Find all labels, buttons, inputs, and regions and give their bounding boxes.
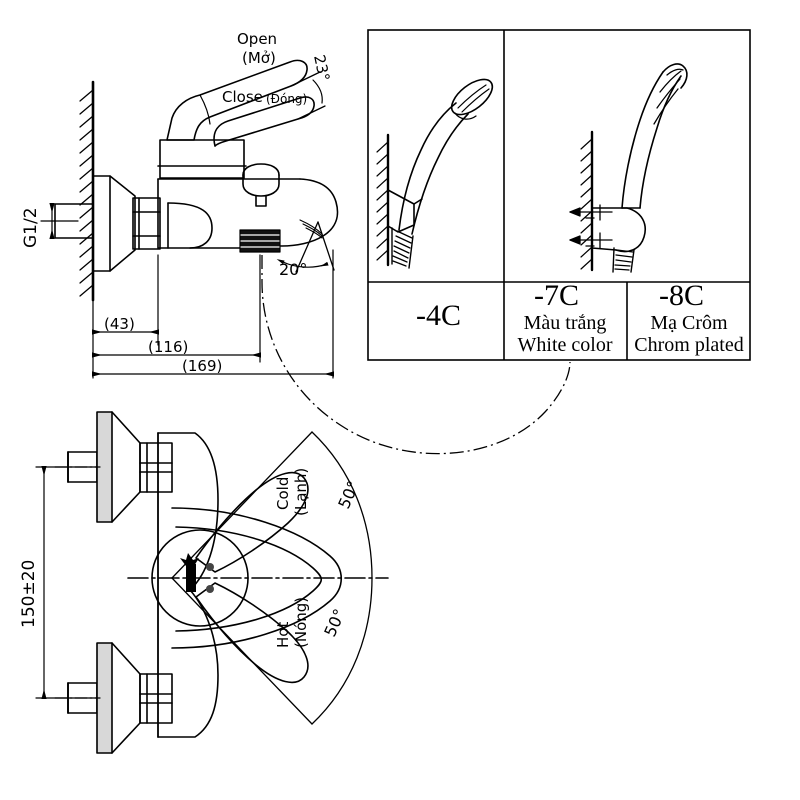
dim-label-150: 150±20 bbox=[19, 560, 39, 628]
dim-label-169: (169) bbox=[182, 357, 222, 375]
label-cold-en: Cold bbox=[274, 477, 292, 510]
front-plan-view bbox=[35, 411, 389, 754]
rotation-sweep bbox=[127, 431, 389, 725]
variant-cell-7c8c-illustration bbox=[569, 63, 688, 273]
dim-label-43: (43) bbox=[104, 315, 135, 333]
variant-code-8c: -8C bbox=[659, 279, 704, 312]
label-close-vi: (Đóng) bbox=[266, 92, 307, 106]
escutcheon-flange bbox=[92, 175, 136, 272]
dimension-lines-side bbox=[92, 249, 334, 379]
variant-desc-vi-8c: Mạ Crôm bbox=[650, 312, 728, 334]
label-close-en: Close bbox=[222, 88, 263, 106]
shower-outlet-thread bbox=[239, 229, 281, 253]
dimension-150 bbox=[35, 466, 101, 699]
cartridge-hub-marker bbox=[180, 553, 214, 593]
diverter-button bbox=[242, 163, 280, 207]
variant-code-7c: -7C bbox=[534, 279, 579, 312]
spout-angle-20 bbox=[276, 221, 335, 273]
side-view-labels: Open (Mở) Close (Đóng) 23° 20° G1/2 (43)… bbox=[21, 30, 333, 375]
variant-code-4c: -4C bbox=[416, 299, 461, 332]
label-cold-vi: (Lạnh) bbox=[292, 468, 310, 516]
mixer-body bbox=[157, 139, 301, 249]
label-hot-en: Hot bbox=[274, 622, 292, 648]
inlet-assembly-top bbox=[67, 411, 173, 523]
label-angle-23: 23° bbox=[310, 53, 333, 83]
label-thread-g12: G1/2 bbox=[21, 207, 41, 248]
mixer-lever-handle bbox=[166, 59, 315, 147]
handle-angle-23 bbox=[290, 71, 326, 120]
label-open-vi: (Mở) bbox=[242, 49, 276, 67]
label-open-en: Open bbox=[237, 30, 277, 48]
outlet-to-shower-leader bbox=[261, 255, 571, 455]
lever-rotation-outlines bbox=[195, 471, 309, 684]
label-hot-vi: (Nóng) bbox=[292, 597, 310, 648]
union-nut-hex bbox=[132, 197, 161, 250]
variant-desc-vi-7c: Màu trắng bbox=[524, 312, 607, 334]
variant-cell-4c-illustration bbox=[376, 78, 494, 269]
shower-variant-table: -4C -7C Màu trắng White color -8C Mạ Crô… bbox=[367, 29, 751, 361]
inlet-pipe-stub bbox=[40, 203, 94, 239]
variant-desc-en-7c: White color bbox=[518, 334, 613, 356]
variant-desc-en-8c: Chrom plated bbox=[634, 334, 743, 356]
dim-label-116: (116) bbox=[148, 338, 188, 356]
side-elevation-view bbox=[40, 59, 339, 379]
label-angle-20: 20° bbox=[279, 260, 307, 279]
